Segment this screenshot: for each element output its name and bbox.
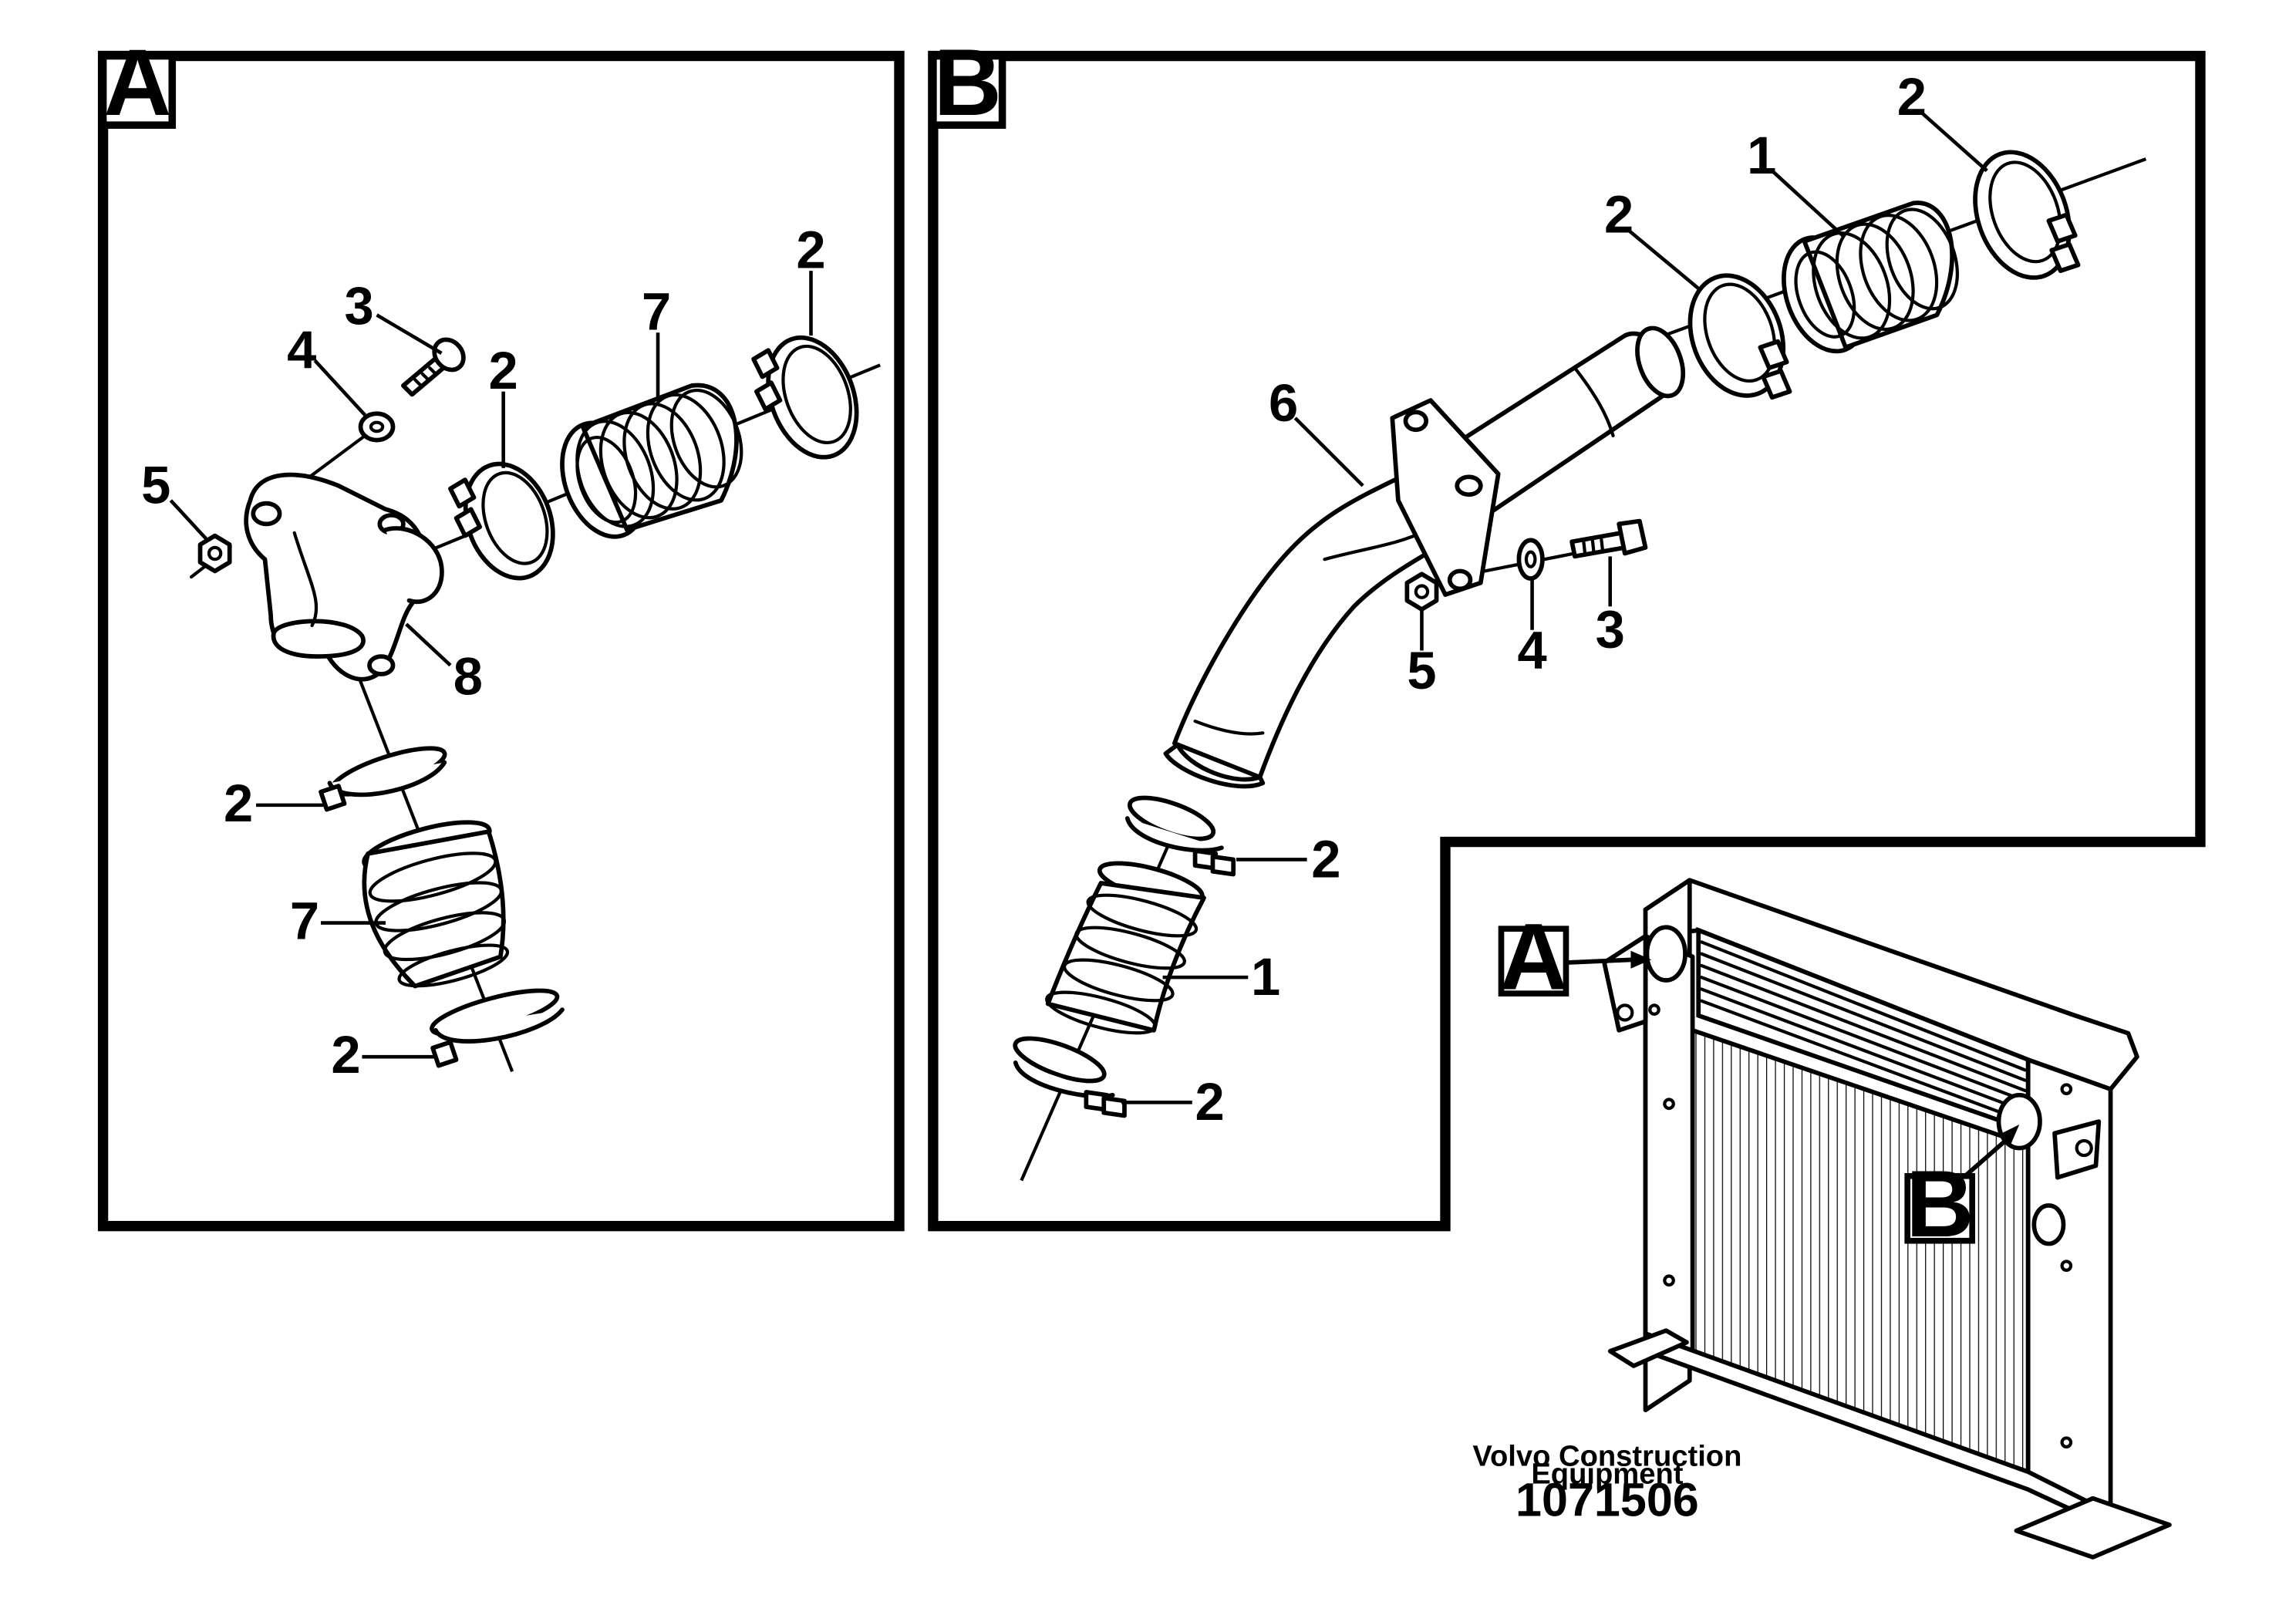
company-name-line2: Equipment [1531, 1458, 1683, 1491]
locator-a-arrowhead [1630, 950, 1652, 969]
clamp-icon [430, 988, 565, 1068]
callout-number: 2 [796, 220, 825, 279]
callout-number: 3 [1596, 600, 1625, 659]
radiator-foot [1607, 1328, 1689, 1368]
locator-b-arrowhead [2001, 1124, 2020, 1145]
clamp-icon [1124, 795, 1236, 877]
clamp-icon [319, 746, 447, 812]
callout-number: 2 [1311, 829, 1340, 889]
callout-number: 7 [290, 892, 319, 951]
panel-b-label-box [929, 52, 1006, 129]
clamp-icon [1687, 273, 1792, 400]
washer-icon [1516, 538, 1545, 581]
callout-number: 2 [1897, 67, 1927, 126]
callout-number: 5 [1407, 641, 1436, 700]
callout-number: 1 [1747, 126, 1776, 185]
panel-b-frame [928, 50, 2206, 1232]
callout-number: 2 [1604, 185, 1633, 244]
frame-bolts [1648, 1003, 2073, 1448]
locator-a-box [1498, 926, 1569, 996]
hose-icon [362, 820, 510, 989]
locator-b-box [1904, 1172, 1975, 1244]
elbow-flange-icon [244, 472, 444, 682]
intercooler-tubes [1699, 940, 2027, 1124]
drawing-number: 1071506 [1515, 1474, 1699, 1526]
leader-line [313, 359, 366, 416]
panel-b-label: B [934, 29, 1002, 135]
callout-number: 2 [1195, 1072, 1225, 1131]
panel-a: A [97, 29, 905, 1232]
leader-line [1771, 169, 1844, 238]
leader-line [1293, 416, 1364, 487]
radiator-left-frame [1643, 933, 1695, 1357]
clamp-icon [1013, 1036, 1127, 1118]
washer-icon [358, 411, 396, 443]
panel-b: B [928, 29, 2206, 1232]
locator-b-arrow [1961, 1135, 2012, 1179]
panel-a-frame [97, 50, 905, 1232]
callout-number: 7 [642, 282, 671, 341]
panel-a-label-box [99, 52, 177, 129]
hose-icon [1782, 201, 1959, 354]
locator-a-label: A [1499, 903, 1567, 1009]
callout-number: 6 [1269, 373, 1298, 433]
locator-callouts: A B [1498, 903, 2020, 1256]
leader-line [405, 622, 452, 667]
bolt-icon [401, 337, 466, 397]
leader-line [1919, 110, 1988, 173]
footer: Volvo Construction Equipment 1071506 [1472, 1440, 1741, 1526]
pipe-icon [1163, 325, 1686, 789]
callout-number: 4 [1517, 620, 1546, 679]
company-name-line1: Volvo Construction [1472, 1440, 1741, 1473]
leader-line [376, 313, 443, 355]
nut-icon [1404, 572, 1439, 612]
callout-number: 2 [489, 341, 518, 400]
callout-number: 8 [453, 647, 483, 706]
callout-number: 5 [141, 456, 170, 515]
leader-line [1627, 228, 1700, 290]
hose-icon [560, 383, 743, 539]
nut-icon [197, 533, 232, 574]
flange-icon [1390, 398, 1501, 597]
clamp-icon [448, 461, 555, 581]
locator-a-arrow [1566, 957, 1634, 965]
bolt-icon [1569, 518, 1648, 559]
leader-line [169, 499, 207, 541]
locator-b-label: B [1906, 1151, 1974, 1256]
callout-number: 3 [345, 276, 374, 336]
bolt-axis-a [300, 433, 367, 485]
callout-number: 1 [1251, 947, 1280, 1007]
radiator-locator [1602, 878, 2172, 1560]
callout-number: 2 [224, 774, 253, 833]
callout-number: 2 [331, 1025, 360, 1084]
panel-a-label: A [103, 29, 171, 135]
radiator-foot [2014, 1496, 2172, 1560]
hose-icon [1045, 861, 1206, 1035]
callout-number: 4 [287, 320, 316, 379]
clamp-icon [751, 335, 859, 460]
clamp-icon [1973, 150, 2081, 280]
